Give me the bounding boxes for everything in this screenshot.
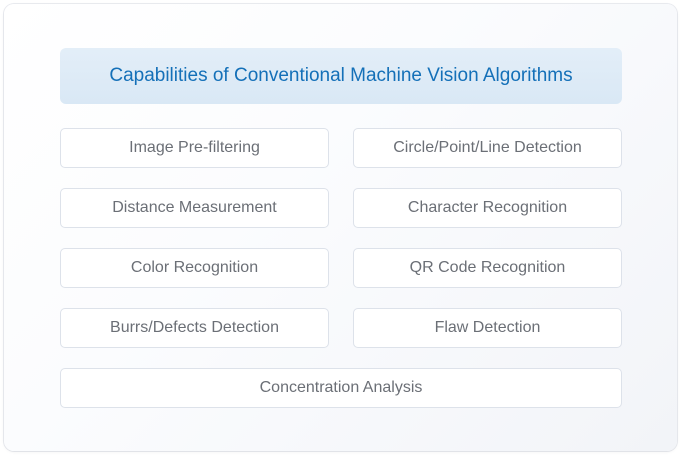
capability-box: Circle/Point/Line Detection [353,128,622,168]
capability-box: Concentration Analysis [60,368,622,408]
capability-box: QR Code Recognition [353,248,622,288]
capability-box: Flaw Detection [353,308,622,348]
capability-label: Character Recognition [407,199,568,216]
capability-box: Character Recognition [353,188,622,228]
capability-box: Image Pre-filtering [60,128,329,168]
capability-label: Concentration Analysis [259,379,423,396]
capability-label: QR Code Recognition [409,259,566,276]
capability-box: Color Recognition [60,248,329,288]
capability-box: Burrs/Defects Detection [60,308,329,348]
capability-label: Distance Measurement [112,199,277,216]
capability-label: Flaw Detection [434,319,541,336]
capability-box: Distance Measurement [60,188,329,228]
diagram-header: Capabilities of Conventional Machine Vis… [60,48,622,104]
capability-label: Color Recognition [130,259,259,276]
capability-label: Circle/Point/Line Detection [393,139,582,156]
capability-label: Burrs/Defects Detection [110,319,279,336]
capability-label: Image Pre-filtering [129,139,260,156]
diagram-title: Capabilities of Conventional Machine Vis… [109,65,573,86]
